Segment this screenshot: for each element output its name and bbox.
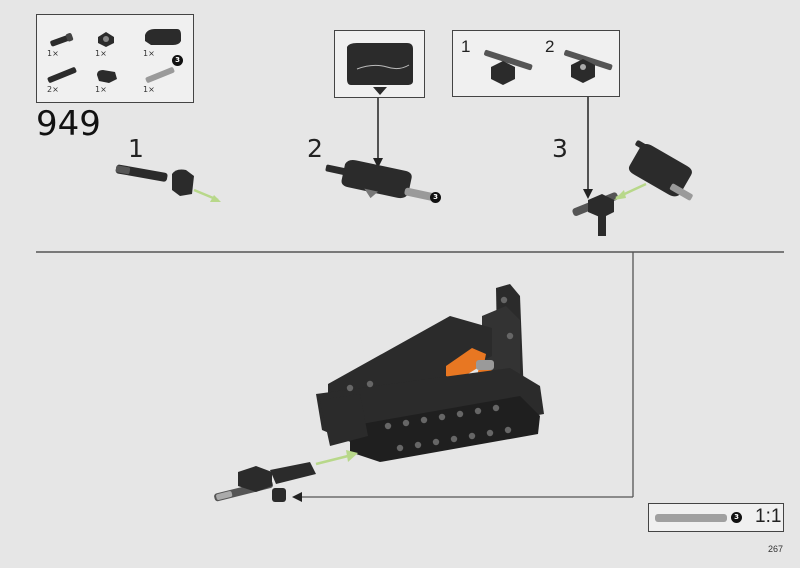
- part-qty: 1×: [95, 49, 107, 58]
- angle-connector-icon: [98, 32, 114, 47]
- variant-label-1: 1: [461, 37, 471, 56]
- substep-1-illustration: [115, 164, 221, 202]
- sticker-badge: 3: [731, 512, 742, 523]
- variant-label-2: 2: [545, 37, 555, 56]
- curved-panel-icon: [145, 29, 181, 45]
- scale-ratio: 1:1: [755, 506, 782, 527]
- callout-arrow-down: [373, 98, 383, 168]
- step-number: 949: [36, 104, 101, 144]
- substep-3-illustration: [572, 140, 693, 236]
- main-assembly-illustration: [214, 284, 544, 502]
- sticker-badge: 3: [430, 192, 441, 203]
- substep-label-3: 3: [552, 134, 568, 163]
- scale-box: 3 1:1: [648, 503, 784, 532]
- small-panel-icon: [97, 70, 117, 83]
- parts-list-box: 1× 1× 1× 2× 1× 1× 3: [36, 14, 194, 103]
- sticker-badge: 3: [172, 55, 183, 66]
- callout-panel-box: [334, 30, 425, 98]
- long-pin-icon: [47, 67, 77, 83]
- part-qty: 1×: [143, 85, 155, 94]
- part-qty: 2×: [47, 85, 59, 94]
- variant-1-icon: [484, 49, 533, 85]
- part-qty: 1×: [95, 85, 107, 94]
- substep-label-1: 1: [128, 134, 144, 163]
- gray-axle-icon: [655, 514, 727, 522]
- part-qty: 1×: [143, 49, 155, 58]
- variant-arrow-down: [583, 97, 593, 199]
- gray-axle-icon: [145, 67, 175, 83]
- page-number: 267: [768, 544, 784, 554]
- variant-callout-box: 1 2: [452, 30, 620, 97]
- substep-2-illustration: [325, 159, 435, 201]
- short-axle-pin-icon: [50, 33, 74, 47]
- callout-pointer-icon: [373, 87, 387, 95]
- variant-2-icon: [564, 49, 613, 83]
- substep-label-2: 2: [307, 134, 323, 163]
- sticker-panel-icon: [347, 43, 413, 85]
- part-qty: 1×: [47, 49, 59, 58]
